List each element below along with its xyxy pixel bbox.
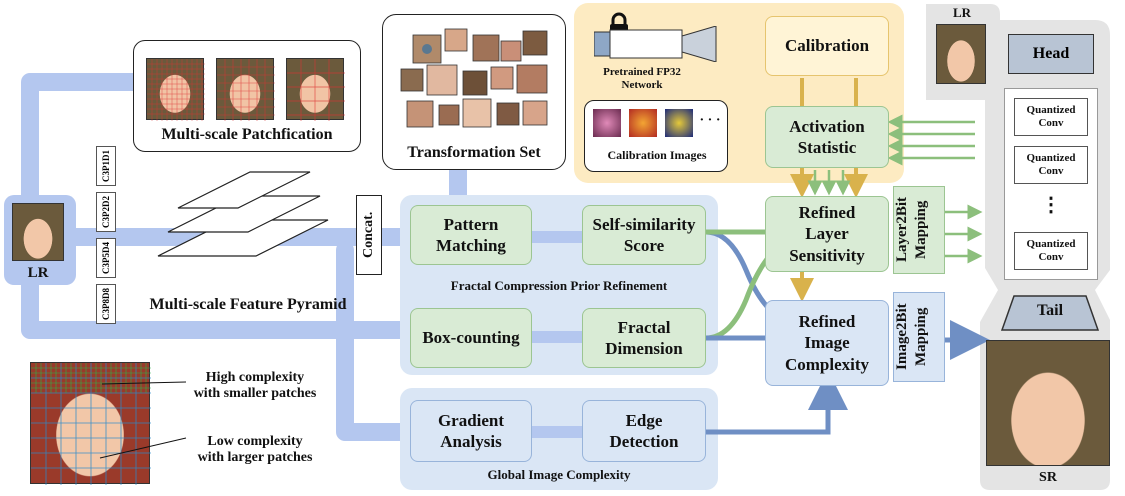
lr-input-label: LR bbox=[27, 265, 49, 281]
layer2bit-mapping-label: Layer2Bit Mapping bbox=[894, 197, 929, 263]
concat-label: Concat. bbox=[361, 211, 376, 259]
flower-thumbnail bbox=[629, 109, 657, 137]
transformation-label: Transformation Set bbox=[407, 144, 541, 161]
lr-network-label: LR bbox=[952, 5, 972, 20]
low-complexity-label: Low complexity with larger patches bbox=[197, 434, 313, 466]
sr-output-image bbox=[986, 340, 1110, 466]
high-complexity-label: High complexity with smaller patches bbox=[193, 370, 317, 402]
global-complexity-label: Global Image Complexity bbox=[487, 467, 631, 482]
calibration-images-label: Calibration Images bbox=[607, 148, 707, 162]
quantized-conv-3: Quantized Conv bbox=[1014, 232, 1088, 270]
baby-face-image bbox=[286, 58, 345, 121]
complexity-pointer-arrows bbox=[99, 381, 187, 459]
tail-label: Tail bbox=[1036, 302, 1064, 319]
layer2bit-mapping-box bbox=[893, 186, 945, 274]
complexity-map-image bbox=[30, 362, 151, 485]
head-block: Head bbox=[1008, 34, 1094, 74]
transformation-panel bbox=[382, 14, 566, 170]
pyramid-level-4: C3P8D8 bbox=[96, 284, 116, 324]
edge-detection-box: Edge Detection bbox=[582, 400, 706, 462]
vertical-ellipsis: ⋮ bbox=[1041, 194, 1061, 216]
more-images-ellipsis: · · · bbox=[699, 113, 721, 128]
activation-statistic-box: Activation Statistic bbox=[765, 106, 889, 168]
pyramid-level-3: C3P5D4 bbox=[96, 238, 116, 278]
feature-pyramid-stack bbox=[157, 171, 329, 257]
camera-icon bbox=[593, 25, 718, 63]
patch-collage bbox=[400, 28, 548, 128]
fractal-prior-label: Fractal Compression Prior Refinement bbox=[450, 278, 668, 293]
quantized-conv-2: Quantized Conv bbox=[1014, 146, 1088, 184]
image2bit-mapping-box bbox=[893, 292, 945, 382]
gradient-analysis-box: Gradient Analysis bbox=[410, 400, 532, 462]
feature-pyramid-label: Multi-scale Feature Pyramid bbox=[149, 296, 347, 313]
refined-layer-sensitivity-box: Refined Layer Sensitivity bbox=[765, 196, 889, 272]
lr-input-image bbox=[12, 203, 64, 261]
pattern-matching-box: Pattern Matching bbox=[410, 205, 532, 265]
self-similarity-score-box: Self-similarity Score bbox=[582, 205, 706, 265]
calibration-box: Calibration bbox=[765, 16, 889, 76]
concat-box bbox=[356, 195, 382, 275]
pyramid-level-2: C3P2D2 bbox=[96, 192, 116, 232]
image2bit-mapping-label: Image2Bit Mapping bbox=[894, 303, 929, 371]
refined-image-complexity-box: Refined Image Complexity bbox=[765, 300, 889, 386]
flower-thumbnail bbox=[593, 109, 621, 137]
patchfication-label: Multi-scale Patchfication bbox=[161, 126, 333, 143]
box-counting-box: Box-counting bbox=[410, 308, 532, 368]
baby-face-image bbox=[216, 58, 275, 121]
lr-thumbnail-image bbox=[936, 24, 986, 84]
quantized-conv-1: Quantized Conv bbox=[1014, 98, 1088, 136]
fractal-dimension-box: Fractal Dimension bbox=[582, 308, 706, 368]
pretrained-network-label: Pretrained FP32 Network bbox=[603, 66, 681, 91]
flower-thumbnail bbox=[665, 109, 693, 137]
pyramid-level-1: C3P1D1 bbox=[96, 146, 116, 186]
tail-shape bbox=[1000, 295, 1100, 331]
baby-face-image bbox=[146, 58, 205, 121]
calibration-images-panel: · · · Calibration Images bbox=[584, 100, 728, 172]
sr-label: SR bbox=[1039, 470, 1057, 485]
